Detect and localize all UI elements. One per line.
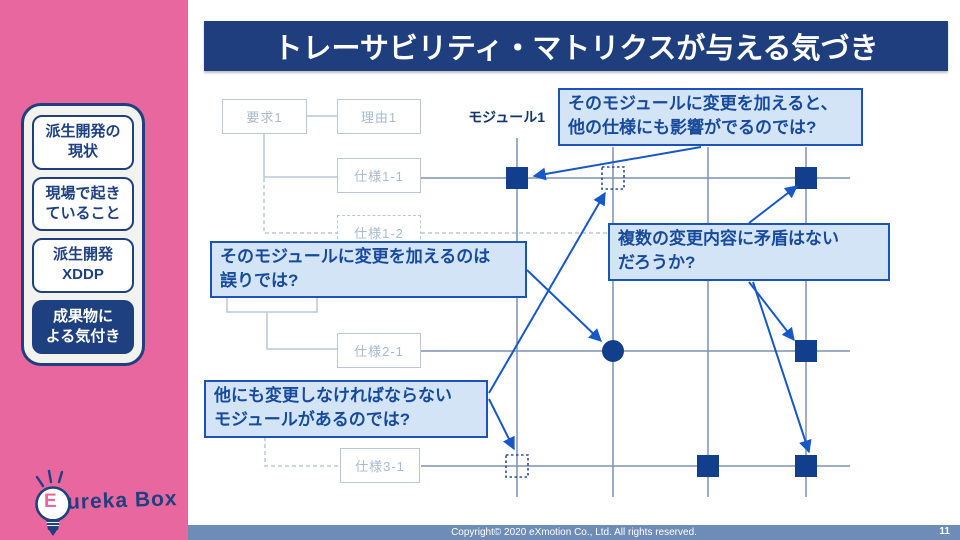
tree-box-label: 仕様1-1 xyxy=(354,169,404,184)
callout-line: 誤りでは? xyxy=(220,270,299,290)
callout-line: そのモジュールに変更を加えると、 xyxy=(568,94,838,113)
copyright-text: Copyright© 2020 eXmotion Co., Ltd. All r… xyxy=(451,527,697,538)
nav-item-label: 成果物に xyxy=(52,307,113,325)
callout-line: 他にも変更しなければならない xyxy=(214,386,452,405)
nav-item-label: ていること xyxy=(45,204,121,222)
tree-box-spec-2-1: 仕様2-1 xyxy=(337,333,421,368)
nav-item-label: よる気付き xyxy=(45,327,121,345)
callout-conflict: 複数の変更内容に矛盾はない だろうか? xyxy=(608,223,890,281)
tree-box-label: 要求1 xyxy=(246,110,283,125)
sidebar-item-derived-dev-status[interactable]: 派生開発の 現状 xyxy=(32,115,134,170)
nav-item-label: 現状 xyxy=(67,143,98,161)
matrix-markers xyxy=(506,167,817,477)
annotation-arrows xyxy=(488,146,812,454)
callout-other-modules: 他にも変更しなければならない モジュールがあるのでは? xyxy=(204,380,488,438)
candidate-markers xyxy=(505,166,625,478)
callout-line: 他の仕様にも影響がでるのでは? xyxy=(568,117,817,137)
page-number: 11 xyxy=(939,526,950,537)
nav-item-label: 派生開発 xyxy=(52,246,113,263)
tree-box-spec-1-1: 仕様1-1 xyxy=(337,158,421,193)
sidebar-item-onsite-happenings[interactable]: 現場で起き ていること xyxy=(32,176,134,231)
callout-line: 複数の変更内容に矛盾はない xyxy=(618,229,839,248)
callout-line: そのモジュールに変更を加えるのは xyxy=(220,247,491,266)
page-title: トレーサビリティ・マトリクスが与える気づき xyxy=(273,33,879,65)
tree-box-label: 理由1 xyxy=(360,110,398,125)
logo-initial: E xyxy=(44,491,57,512)
course-nav: 派生開発の 現状 現場で起き ていること 派生開発 XDDP 成果物に よる気付… xyxy=(21,103,145,366)
tree-box-requirement-1: 要求1 xyxy=(222,99,307,134)
tree-box-spec-3-1: 仕様3-1 xyxy=(340,448,420,483)
nav-item-label: XDDP xyxy=(62,266,104,284)
callout-line: だろうか? xyxy=(618,252,696,272)
callout-change-impact: そのモジュールに変更を加えると、 他の仕様にも影響がでるのでは? xyxy=(558,88,863,146)
sidebar-item-deliverable-insights[interactable]: 成果物に よる気付き xyxy=(32,299,134,354)
module-column-label: モジュール1 xyxy=(468,109,545,125)
sidebar-item-xddp[interactable]: 派生開発 XDDP xyxy=(32,238,134,293)
eureka-box-logo[interactable]: E ureka Box xyxy=(26,460,186,538)
tree-box-reason-1: 理由1 xyxy=(337,99,421,134)
lightbulb-icon xyxy=(35,469,71,536)
callout-wrong-change: そのモジュールに変更を加えるのは 誤りでは? xyxy=(210,241,527,298)
tree-box-label: 仕様3-1 xyxy=(355,459,405,474)
nav-item-label: 派生開発の xyxy=(45,123,121,140)
tree-box-label: 仕様2-1 xyxy=(354,344,404,359)
tree-box-label: 仕様1-2 xyxy=(354,226,404,241)
matrix-grid-lines xyxy=(421,138,850,497)
sidebar: 派生開発の 現状 現場で起き ていること 派生開発 XDDP 成果物に よる気付… xyxy=(0,0,188,540)
title-bar: トレーサビリティ・マトリクスが与える気づき xyxy=(204,21,948,71)
footer-bar: Copyright© 2020 eXmotion Co., Ltd. All r… xyxy=(188,525,960,540)
nav-item-label: 現場で起き xyxy=(45,184,121,202)
callout-line: モジュールがあるのでは? xyxy=(214,409,411,429)
